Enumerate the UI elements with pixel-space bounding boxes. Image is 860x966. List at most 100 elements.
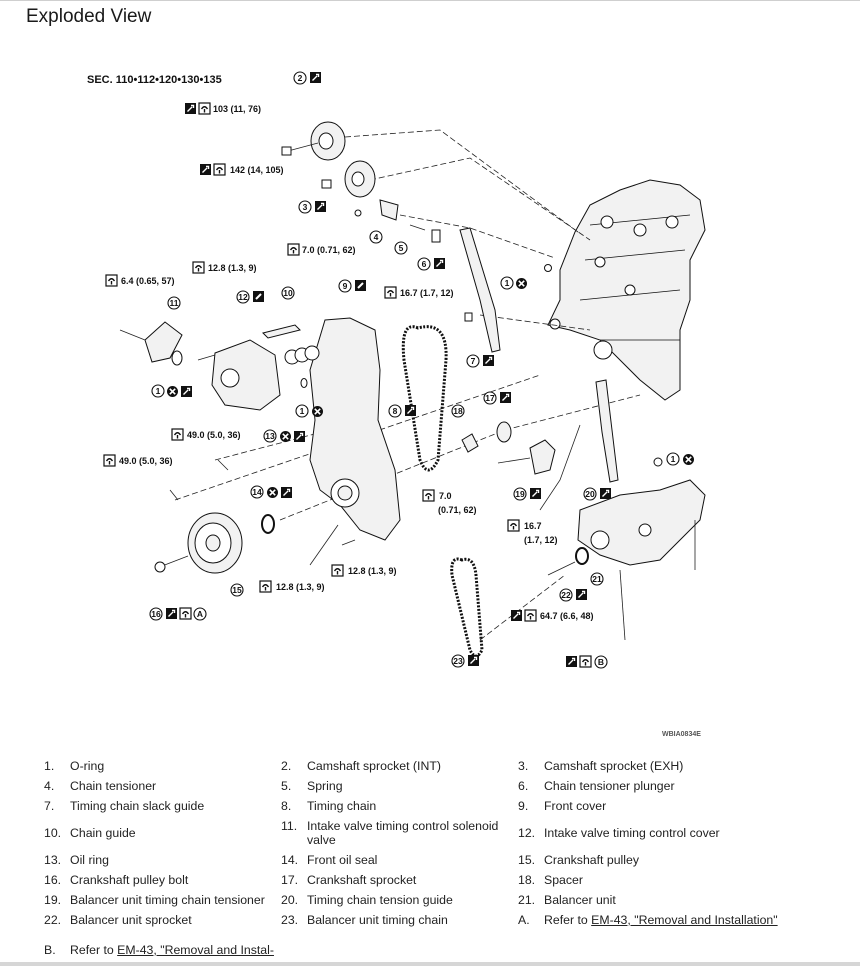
callout-1-b: 1 — [151, 384, 165, 398]
crankshaft-pulley — [187, 512, 243, 574]
legend-number: 5. — [281, 779, 292, 793]
callout-9: 9 — [338, 279, 352, 293]
torque-icon — [179, 607, 192, 620]
callout-A: A — [193, 607, 207, 621]
torque-icon — [422, 489, 435, 502]
svg-text:15: 15 — [232, 585, 242, 595]
legend-number: 10. — [44, 826, 62, 840]
legend-row: 13.Oil ring 14.Front oil seal 15.Cranksh… — [44, 850, 844, 870]
legend-number: 20. — [281, 893, 299, 907]
torque-icon — [213, 163, 226, 176]
torque-spec-142: 142 (14, 105) — [230, 165, 284, 175]
balancer-unit-timing-chain — [450, 557, 484, 658]
svg-text:9: 9 — [343, 281, 348, 291]
top-rule — [0, 0, 860, 1]
sealant-icon — [252, 290, 265, 303]
tension-guide-bolt-leader — [539, 424, 581, 511]
torque-spec-7b-line2: (0.71, 62) — [438, 505, 477, 515]
callout-20: 20 — [583, 487, 597, 501]
legend-text: Balancer unit — [544, 893, 616, 907]
callout-23: 23 — [451, 654, 465, 668]
solenoid-o-ring — [171, 350, 183, 366]
front-cover — [309, 317, 401, 541]
legend-text: Spring — [307, 779, 343, 793]
camshaft-exh-bolt-icon — [321, 179, 332, 189]
ivtc-cover — [211, 339, 281, 411]
legend-number: 21. — [518, 893, 536, 907]
section-number: SEC. 110•112•120•130•135 — [87, 74, 222, 86]
legend-text: Chain guide — [70, 826, 136, 840]
em-43-link-b[interactable]: EM-43, "Removal and Instal- — [117, 943, 274, 957]
svg-text:16: 16 — [151, 609, 161, 619]
torque-icon — [259, 580, 272, 593]
legend-number: 2. — [281, 759, 292, 773]
callout-15: 15 — [230, 583, 244, 597]
svg-text:10: 10 — [283, 288, 293, 298]
exploded-view-diagram: SEC. 110•112•120•130•135 — [87, 71, 706, 738]
em-43-link-a[interactable]: EM-43, "Removal and Installation" — [591, 913, 778, 927]
torque-spec-128a: 12.8 (1.3, 9) — [208, 263, 257, 273]
wrench-icon — [280, 486, 293, 499]
ivtc-solenoid-valve — [144, 321, 183, 363]
svg-text:7: 7 — [471, 356, 476, 366]
legend-row: 16.Crankshaft pulley bolt 17.Crankshaft … — [44, 870, 844, 890]
torque-icon — [524, 609, 537, 622]
legend-number: 22. — [44, 913, 62, 927]
callout-18: 18 — [451, 404, 465, 418]
wrench-icon — [467, 654, 480, 667]
ivtc-cover-port — [220, 368, 240, 388]
legend-ref-prefix: Refer to — [544, 913, 592, 927]
bottom-rule — [0, 962, 860, 966]
torque-spec-128b: 12.8 (1.3, 9) — [276, 582, 325, 592]
callout-1-c: 1 — [295, 404, 309, 418]
wrench-icon — [165, 607, 178, 620]
legend-text: Front oil seal — [307, 853, 378, 867]
legend-number: B. — [44, 943, 56, 957]
legend-text: Oil ring — [70, 853, 109, 867]
callout-11: 11 — [167, 296, 181, 310]
svg-text:19: 19 — [515, 489, 525, 499]
crankshaft-pulley-bolt — [154, 555, 189, 573]
bolt-49b — [169, 489, 179, 501]
torque-spec-103: 103 (11, 76) — [213, 104, 261, 114]
torque-spec-49b: 49.0 (5.0, 36) — [119, 456, 173, 466]
wrench-icon — [575, 588, 588, 601]
callout-7: 7 — [466, 354, 480, 368]
wrench-icon — [314, 200, 327, 213]
torque-spec-167b-line1: 16.7 — [524, 521, 542, 531]
callout-B: B — [594, 655, 608, 669]
chain-tensioner — [379, 199, 399, 221]
legend-number: 12. — [518, 826, 536, 840]
callout-2: 2 — [293, 71, 307, 85]
legend-number: 18. — [518, 873, 536, 887]
torque-spec-7a: 7.0 (0.71, 62) — [302, 245, 356, 255]
svg-text:A: A — [197, 609, 203, 619]
spacer — [461, 433, 479, 453]
legend-number: 1. — [44, 759, 55, 773]
sealant-icon — [354, 279, 367, 292]
timing-chain-tension-guide — [595, 379, 619, 483]
callout-1-d: 1 — [666, 452, 680, 466]
wrench-icon — [309, 71, 322, 84]
legend-number: A. — [518, 913, 530, 927]
balancer-tensioner-bolt — [497, 457, 531, 464]
svg-text:11: 11 — [170, 298, 179, 308]
legend-number: 6. — [518, 779, 529, 793]
callout-5: 5 — [394, 241, 408, 255]
balancer-sprocket-bolt — [547, 561, 576, 576]
legend-row: B.Refer to EM-43, "Removal and Instal- — [44, 940, 844, 960]
torque-spec-647: 64.7 (6.6, 48) — [540, 611, 594, 621]
torque-spec-64: 6.4 (0.65, 57) — [121, 276, 175, 286]
legend-number: 7. — [44, 799, 55, 813]
bolt-128b — [309, 524, 339, 566]
legend-number: 23. — [281, 913, 299, 927]
do-not-reuse-icon — [682, 453, 695, 466]
callout-16: 16 — [149, 607, 163, 621]
svg-text:4: 4 — [374, 232, 379, 242]
tensioner-bolt-icon — [354, 209, 362, 217]
legend-row: 22.Balancer unit sprocket 23.Balancer un… — [44, 910, 844, 930]
legend-text: Chain tensioner plunger — [544, 779, 675, 793]
callout-13: 13 — [263, 429, 277, 443]
torque-icon — [287, 243, 300, 256]
svg-text:6: 6 — [422, 259, 427, 269]
